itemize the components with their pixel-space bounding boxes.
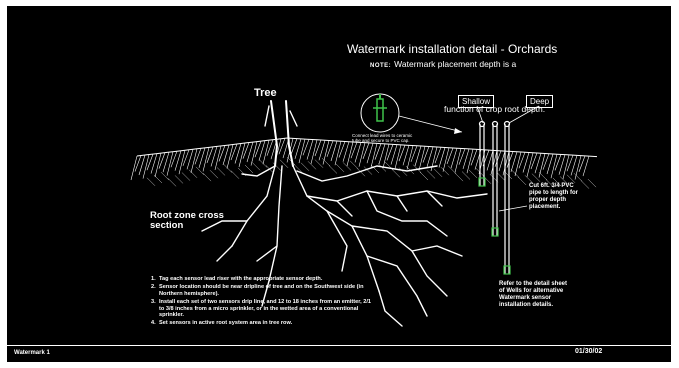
pvc-note: Cut 6ft. 3/4 PVC pipe to length for prop… [529,183,581,211]
drawing-title: Watermark installation detail - Orchards [347,42,557,56]
instruction-item: 2.Sensor location should be near driplin… [151,284,371,297]
root-zone-label: Root zone cross section [150,211,240,231]
instruction-item: 1.Tag each sensor lead riser with the ap… [151,276,371,282]
footer-rule [7,345,671,346]
tree-label: Tree [254,87,277,99]
note-label: NOTE: [370,63,391,69]
soil-surface-hatching [131,138,597,189]
instruction-list: 1.Tag each sensor lead riser with the ap… [151,276,371,329]
note-line-1: Watermark placement depth is a [394,59,516,69]
footer-sheet-name: Watermark 1 [14,350,50,356]
deep-label: Deep [526,95,553,108]
footer-date: 01/30/02 [575,348,602,355]
instruction-item: 4.Set sensors in active root system area… [151,320,371,326]
refer-note: Refer to the detail sheet of Wells for a… [499,281,571,309]
detail-caption: Connect lead wires to ceramic tube and s… [352,133,422,143]
sensor-detail-callout [361,94,462,134]
instruction-item: 3.Install each set of two sensors drip l… [151,299,371,318]
shallow-label: Shallow [458,95,494,108]
placement-note: NOTE:Watermark placement depth is a [370,59,516,69]
drawing-sheet: Watermark installation detail - Orchards… [7,6,671,362]
